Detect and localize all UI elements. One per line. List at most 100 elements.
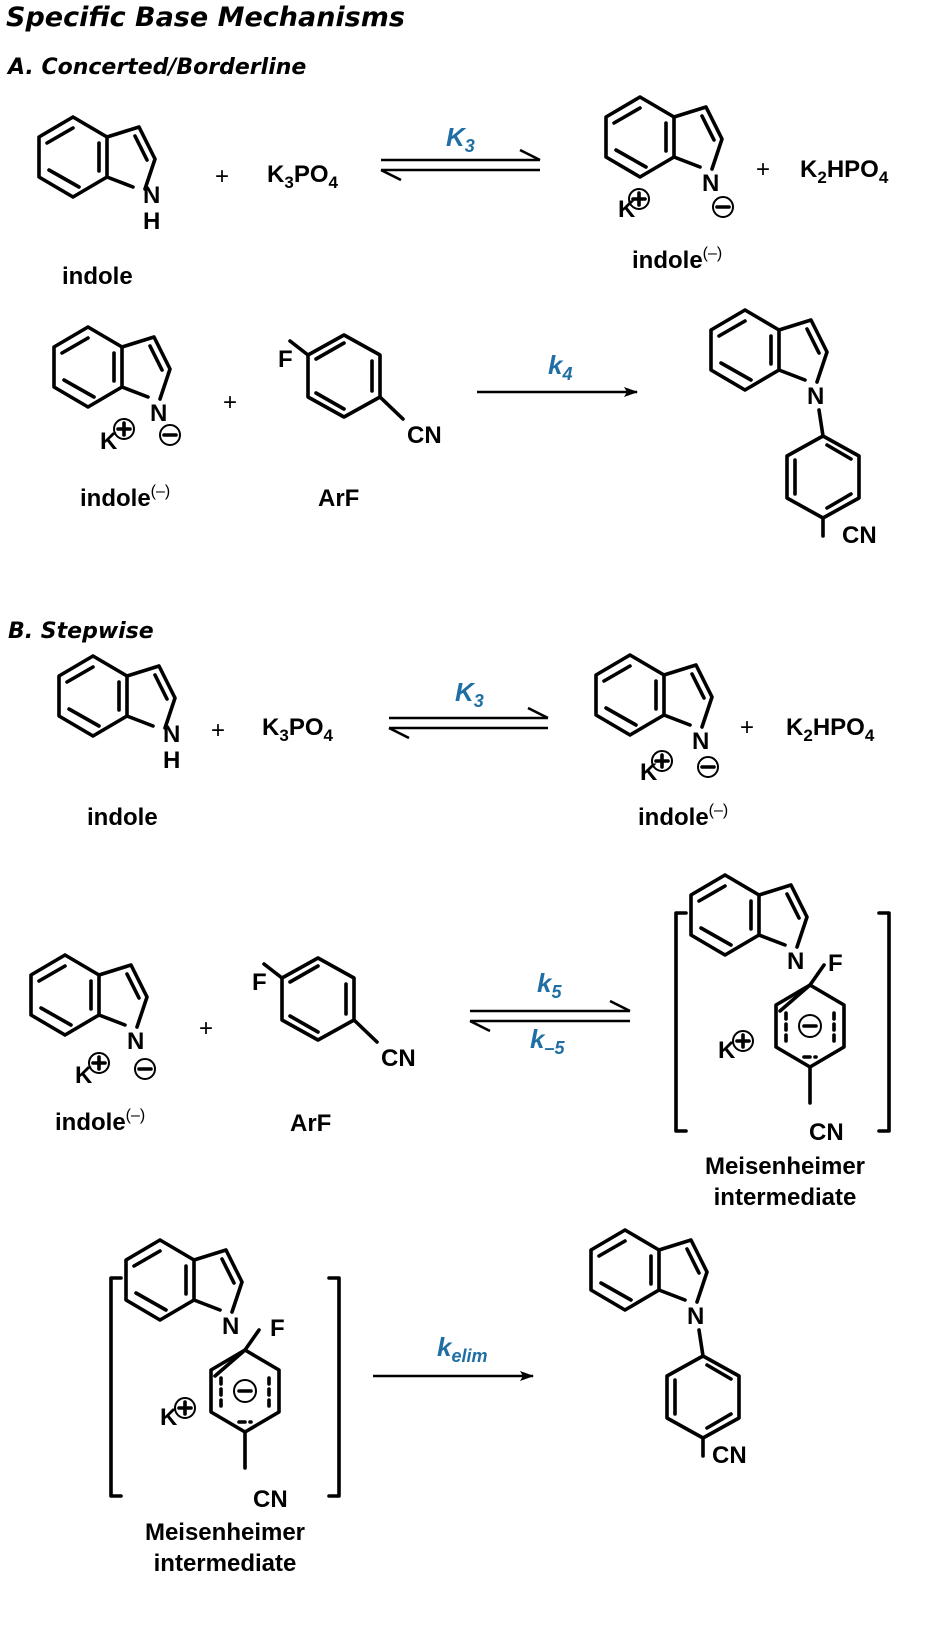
pyrrole-ring-bonds: [757, 883, 809, 949]
svg-text:N: N: [687, 1303, 704, 1330]
pyrrole-ring-bonds: [125, 714, 155, 728]
aromatic-double-bond: [825, 443, 853, 461]
aromatic-double-bond: [612, 106, 642, 125]
rate-constant-k-minus5: k–5: [530, 1024, 565, 1058]
svg-text:F: F: [828, 950, 843, 977]
equilibrium-arrow: [388, 706, 549, 740]
cn-bond: [352, 1018, 379, 1044]
aromatic-double-bond: [604, 706, 638, 727]
indole-molecule: N H: [37, 115, 160, 235]
pyrrole-double-bond: [148, 344, 164, 372]
pyrrole-double-bond: [153, 673, 169, 701]
benzene-ring-bonds: [280, 956, 356, 1042]
plus-sign: +: [215, 163, 229, 190]
benzene-ring-bonds: [306, 333, 382, 419]
arf-label: ArF: [318, 485, 359, 512]
equilibrium-arrow: [380, 148, 541, 182]
byproduct-k2hpo4: K2HPO4: [786, 714, 875, 745]
aromatic-double-bond: [37, 964, 67, 983]
positive-charge-icon: [88, 1052, 110, 1074]
meisenheimer-intermediate: N F K CN: [674, 873, 891, 1146]
svg-text:N: N: [127, 1028, 144, 1055]
aromatic-double-bond: [705, 1412, 733, 1430]
aromatic-double-bond: [597, 1239, 627, 1258]
pyrrole-ring-bonds: [105, 175, 135, 189]
svg-text:H: H: [163, 747, 180, 774]
rate-constant-kelim: kelim: [437, 1332, 488, 1366]
meisenheimer-label: Meisenheimer: [705, 1153, 865, 1180]
positive-charge-icon: [628, 188, 650, 210]
benzene-ring-bonds: [785, 434, 861, 520]
aromatic-double-bond: [314, 391, 346, 411]
cn-bond: [378, 395, 405, 421]
svg-text:K: K: [618, 196, 636, 223]
svg-text:CN: CN: [407, 422, 442, 449]
svg-text:CN: CN: [842, 522, 877, 549]
svg-text:K: K: [75, 1062, 93, 1089]
positive-charge-icon: [174, 1397, 196, 1419]
pyrrole-double-bond: [133, 134, 149, 162]
plus-sign: +: [223, 389, 237, 416]
negative-charge-icon: [697, 756, 719, 778]
aromatic-double-bond: [134, 1291, 168, 1312]
indolide-label: indole(–): [632, 245, 722, 274]
aromatic-double-bond: [60, 336, 90, 355]
pyrrole-ring-bonds: [662, 663, 714, 729]
pyrrole-ring-bonds: [192, 1298, 222, 1312]
byproduct-k2hpo4: K2HPO4: [800, 156, 889, 187]
pyrrole-double-bond: [685, 1247, 701, 1275]
aromatic-double-bond: [699, 926, 733, 947]
plus-sign: +: [199, 1015, 213, 1042]
indolide-anion: N K: [52, 325, 181, 455]
plus-sign: +: [756, 156, 770, 183]
pyrrole-ring-bonds: [105, 125, 157, 191]
meisenheimer-label: Meisenheimer: [145, 1519, 305, 1546]
aromatic-double-bond: [62, 378, 96, 399]
benzene-ring-bonds: [665, 1354, 741, 1440]
page-title: Specific Base Mechanisms: [6, 2, 405, 33]
svg-text:CN: CN: [381, 1045, 416, 1072]
aromatic-double-bond: [697, 884, 727, 903]
svg-text:N: N: [787, 948, 804, 975]
arf-molecule: F CN: [252, 956, 416, 1072]
pyrrole-double-bond: [690, 672, 706, 700]
plus-sign: +: [211, 717, 225, 744]
pyrrole-double-bond: [785, 892, 801, 920]
svg-text:F: F: [278, 346, 293, 373]
plus-sign: +: [740, 714, 754, 741]
svg-text:H: H: [143, 208, 160, 235]
svg-text:CN: CN: [809, 1119, 844, 1146]
indolide-label: indole(–): [80, 483, 170, 512]
rate-constant-K3: K3: [446, 122, 475, 156]
svg-text:N: N: [702, 170, 719, 197]
delocalized-bonds: [784, 1011, 836, 1059]
svg-text:F: F: [270, 1315, 285, 1342]
indole-label: indole: [62, 263, 133, 290]
pyrrole-ring-bonds: [757, 933, 787, 947]
aromatic-double-bond: [288, 964, 320, 984]
svg-text:N: N: [143, 182, 160, 209]
indolide-anion: N K: [29, 953, 156, 1089]
meisenheimer-intermediate: N F K CN: [109, 1238, 341, 1513]
base-k3po4: K3PO4: [267, 161, 339, 192]
positive-charge-icon: [113, 418, 135, 440]
indole-molecule: N H: [57, 654, 180, 774]
svg-text:K: K: [100, 428, 118, 455]
pyrrole-double-bond: [125, 972, 141, 1000]
pyrrole-ring-bonds: [192, 1248, 244, 1314]
pyrrole-double-bond: [220, 1257, 236, 1285]
svg-text:N: N: [222, 1313, 239, 1340]
positive-charge-icon: [651, 750, 673, 772]
aromatic-double-bond: [132, 1249, 162, 1268]
aromatic-double-bond: [65, 665, 95, 684]
svg-text:CN: CN: [712, 1442, 747, 1469]
aromatic-double-bond: [705, 1363, 733, 1381]
pyrrole-ring-bonds: [672, 105, 724, 171]
pyrrole-ring-bonds: [125, 664, 177, 730]
section-a-heading: A. Concerted/Borderline: [6, 55, 306, 80]
rate-constant-K3: K3: [455, 677, 484, 711]
n-aryl-indole-product: N CN: [589, 1228, 747, 1469]
pyrrole-ring-bonds: [97, 1013, 127, 1027]
negative-charge-icon: [159, 424, 181, 446]
